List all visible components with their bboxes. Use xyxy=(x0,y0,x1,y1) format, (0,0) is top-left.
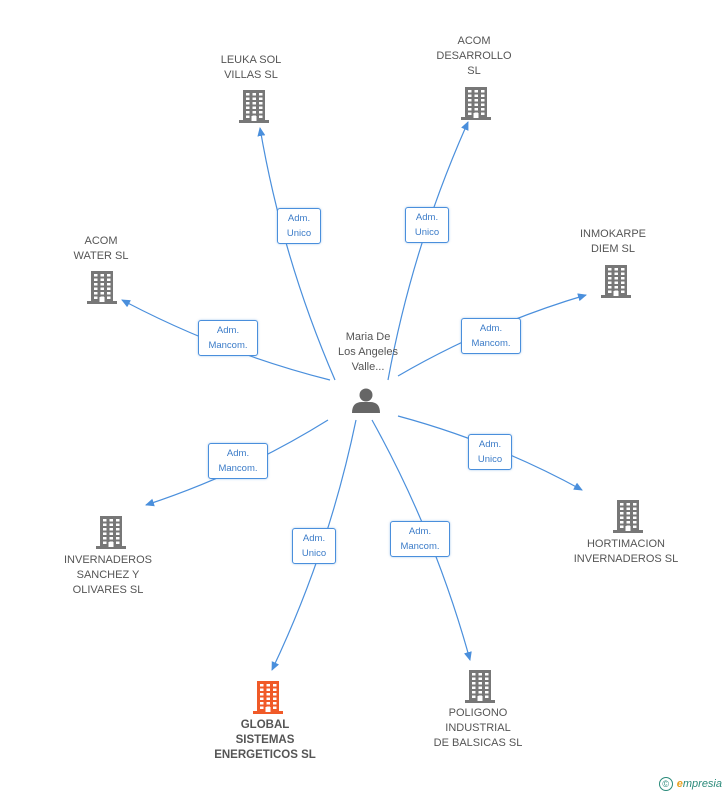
company-label-leuka[interactable]: LEUKA SOL VILLAS SL xyxy=(220,54,282,81)
building-icon-acom-water[interactable] xyxy=(87,271,117,304)
building-icon-acom-desarrollo[interactable] xyxy=(461,87,491,120)
company-label-acom-desarrollo[interactable]: ACOM DESARROLLO SL xyxy=(436,35,512,77)
copyright-icon: © xyxy=(658,777,673,791)
building-icon-invernaderos[interactable] xyxy=(96,516,126,549)
relation-label-acom-water[interactable]: Adm. Mancom. xyxy=(198,320,258,356)
relation-label-acom-desarrollo[interactable]: Adm. Unico xyxy=(405,207,449,243)
footer-brand: ©empresia xyxy=(658,777,722,791)
building-icon-hortimacion[interactable] xyxy=(613,500,643,533)
edge-acom-desarrollo xyxy=(387,121,469,381)
relation-label-invernaderos[interactable]: Adm. Mancom. xyxy=(208,443,268,479)
brand-e: e xyxy=(676,778,683,790)
company-label-poligono[interactable]: POLIGONO INDUSTRIAL DE BALSICAS SL xyxy=(433,707,523,749)
building-icon-inmokarpe[interactable] xyxy=(601,265,631,298)
building-icon-poligono[interactable] xyxy=(465,670,495,703)
relation-label-poligono[interactable]: Adm. Mancom. xyxy=(390,521,450,557)
company-label-hortimacion[interactable]: HORTIMACION INVERNADEROS SL xyxy=(573,538,679,565)
center-person-label[interactable]: Maria De Los Angeles Valle... xyxy=(338,331,398,373)
company-label-global[interactable]: GLOBAL SISTEMAS ENERGETICOS SL xyxy=(214,719,316,761)
relation-label-leuka[interactable]: Adm. Unico xyxy=(277,208,321,244)
edge-leuka xyxy=(257,127,336,381)
person-icon[interactable] xyxy=(352,388,380,414)
relation-label-hortimacion[interactable]: Adm. Unico xyxy=(468,434,512,470)
brand-name: mpresia xyxy=(682,778,722,790)
relation-label-inmokarpe[interactable]: Adm. Mancom. xyxy=(461,318,521,354)
building-icon-leuka[interactable] xyxy=(239,90,269,123)
building-icon-global[interactable] xyxy=(253,681,283,714)
company-label-inmokarpe[interactable]: INMOKARPE DIEM SL xyxy=(579,228,646,255)
relation-label-global[interactable]: Adm. Unico xyxy=(292,528,336,564)
company-label-invernaderos[interactable]: INVERNADEROS SANCHEZ Y OLIVARES SL xyxy=(63,554,153,596)
company-label-acom-water[interactable]: ACOM WATER SL xyxy=(73,235,129,262)
